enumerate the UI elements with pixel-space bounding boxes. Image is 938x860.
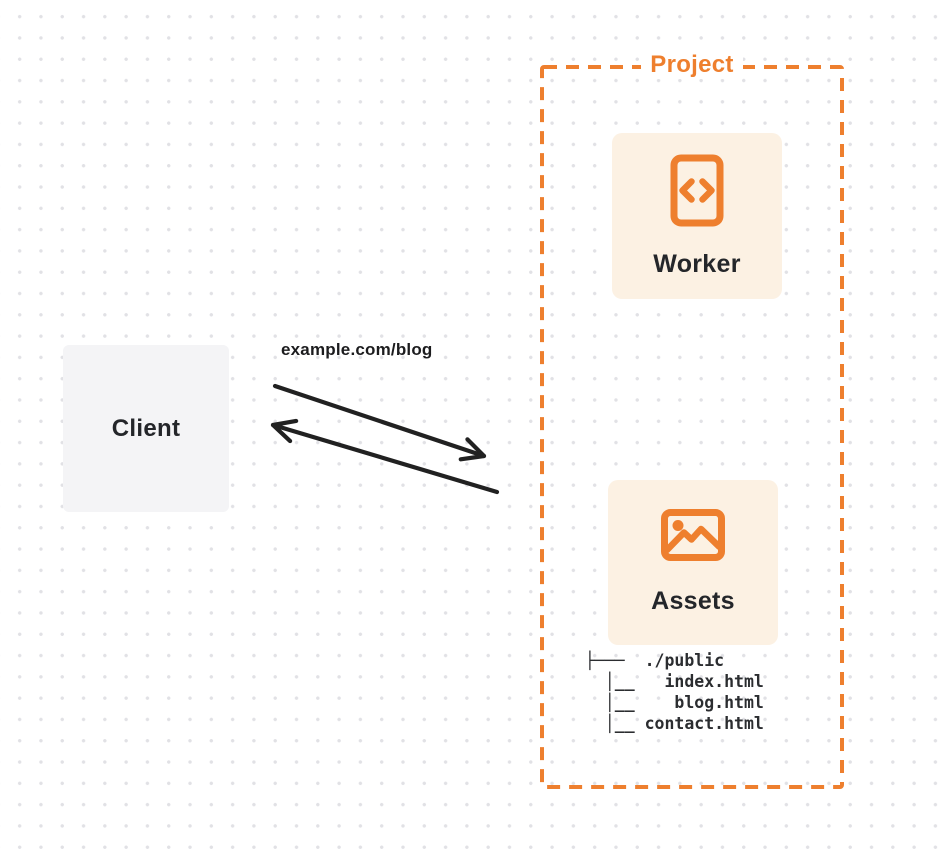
assets-card: Assets	[608, 480, 778, 645]
worker-card: Worker	[612, 133, 782, 299]
client-label: Client	[111, 414, 181, 442]
client-box: Client	[63, 345, 229, 512]
code-document-icon	[670, 154, 724, 226]
worker-label: Worker	[653, 249, 741, 278]
assets-label: Assets	[651, 587, 735, 615]
request-arrow	[272, 383, 487, 462]
response-arrow	[270, 418, 500, 495]
request-url-label: example.com/blog	[281, 340, 433, 359]
project-title-wrap: Project	[540, 51, 844, 79]
project-title: Project	[641, 51, 743, 79]
image-icon	[661, 509, 725, 561]
assets-file-tree: ├─── ./public │__ index.html │__ blog.ht…	[585, 651, 764, 733]
project-boundary	[540, 65, 844, 789]
